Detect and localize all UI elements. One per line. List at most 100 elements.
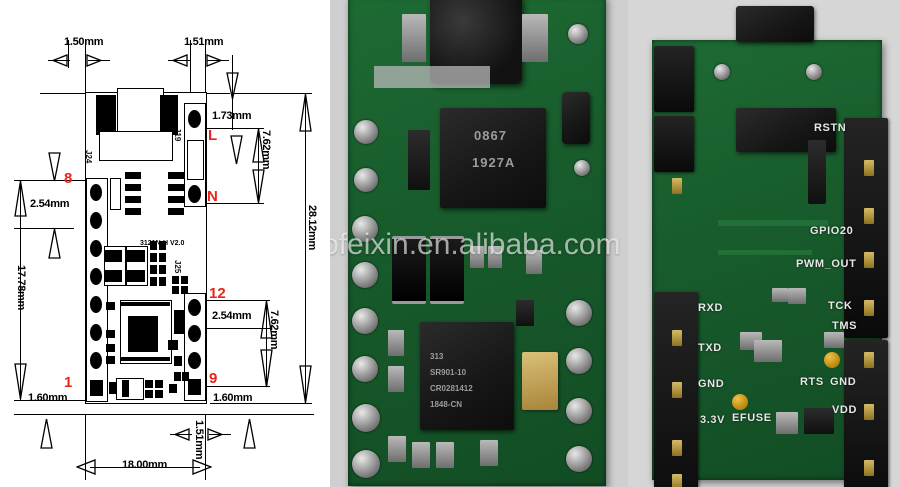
smd-20 xyxy=(181,286,188,294)
hole-l1 xyxy=(354,120,378,144)
silk-pwm-out: PWM_OUT xyxy=(796,258,857,270)
pin-right-3 xyxy=(864,252,874,268)
diode-front xyxy=(408,130,430,190)
power-ic-line2: 1927A xyxy=(472,155,516,170)
pad-n xyxy=(188,185,201,203)
ext-right-9 xyxy=(206,386,270,387)
arrow-1800-left xyxy=(76,459,96,475)
smd-12 xyxy=(159,253,166,262)
dim-line-173b xyxy=(206,203,264,204)
silk-tck: TCK xyxy=(828,300,853,312)
smd-f7 xyxy=(436,442,454,468)
ext-18-left xyxy=(85,414,86,480)
pin-right-5 xyxy=(864,352,874,368)
smd-8 xyxy=(168,208,184,215)
copper-pour xyxy=(374,66,490,88)
arrow-151b-left xyxy=(174,428,190,441)
smd-f3 xyxy=(388,330,404,356)
smd-27 xyxy=(174,372,181,381)
silk-gnd-2: GND xyxy=(830,376,857,388)
smd-26 xyxy=(174,356,182,366)
comp-outline-c xyxy=(99,131,173,161)
wifi-soc-line2: SR901-10 xyxy=(430,368,467,377)
smd-f9 xyxy=(516,300,534,326)
via-right-1 xyxy=(574,160,590,176)
pin-left-3 xyxy=(672,382,682,398)
hole-l4 xyxy=(352,262,378,288)
dim-line-151-right xyxy=(207,60,229,61)
j19-body xyxy=(187,140,204,180)
smd-33 xyxy=(145,390,153,398)
hole-r4 xyxy=(566,446,592,472)
smd-22 xyxy=(106,330,115,338)
connector-j25 xyxy=(184,293,206,401)
soc-pins-bottom xyxy=(120,357,170,361)
arrow-254-left-up2 xyxy=(48,228,61,259)
dim-line-150-right xyxy=(88,60,110,61)
pin-left-4 xyxy=(672,440,682,456)
smd-f8 xyxy=(480,440,498,466)
silk-rxd: RXD xyxy=(698,302,724,314)
dim-right-pad-pitch: 2.54mm xyxy=(212,310,252,322)
smd-f6 xyxy=(412,442,430,468)
photo-back-panel: RSTN GPIO20 PWM_OUT RXD TXD GND 3.3V EFU… xyxy=(628,0,899,487)
dimension-drawing-panel: 1.50mm 1.51mm 1.73mm 7.62mm 28.12mm xyxy=(0,0,330,487)
pad-10 xyxy=(188,352,201,369)
pad-2 xyxy=(90,352,102,369)
dim-line-150-left xyxy=(48,60,70,61)
hole-l2 xyxy=(354,168,378,192)
comp-cap-1-bot xyxy=(104,270,122,282)
smd-21 xyxy=(106,302,115,310)
arrow-1778-up xyxy=(14,180,27,217)
hole-l6 xyxy=(352,356,378,382)
dim-line-151b-right xyxy=(209,434,231,435)
dim-board-height: 28.12mm xyxy=(306,205,318,250)
smd-16 xyxy=(159,277,166,286)
comp-cap-2-bot xyxy=(127,270,145,282)
ext-line-left-mid xyxy=(14,228,74,229)
pad-11 xyxy=(188,325,201,342)
smd-23 xyxy=(106,344,115,352)
smd-19 xyxy=(172,286,179,294)
smd-f5 xyxy=(388,436,406,462)
testpoint-rts xyxy=(824,352,840,368)
arrow-150-left xyxy=(52,54,68,67)
silk-3v3: 3.3V xyxy=(700,414,726,426)
smd-17 xyxy=(172,276,179,284)
smd-31 xyxy=(145,380,153,388)
smd-10 xyxy=(159,241,166,250)
dim-baseline xyxy=(14,414,314,415)
silk-rstn: RSTN xyxy=(814,122,847,134)
dim-line-2812-v xyxy=(305,93,306,403)
hole-l3 xyxy=(352,216,378,242)
photo-front-panel: 0867 1927A 313 SR901-10 CR0281412 1848-C… xyxy=(330,0,628,487)
comp-cap-2-top xyxy=(127,250,145,262)
smd-4 xyxy=(125,208,141,215)
pad-4 xyxy=(90,296,102,313)
pad-l xyxy=(188,110,201,128)
arrow-160r-up xyxy=(243,418,256,449)
pad-1 xyxy=(90,380,103,396)
watermark-front: ofeixin.en.alibaba.com xyxy=(330,228,621,261)
comp-bottom-a xyxy=(116,378,144,400)
smd-9 xyxy=(150,241,157,250)
smd-7 xyxy=(168,196,184,203)
ext-line-v0 xyxy=(68,40,69,68)
smd-24 xyxy=(106,356,115,364)
soc-pins-top xyxy=(120,302,170,306)
power-ic-line1: 0867 xyxy=(474,128,507,143)
silk-tms: TMS xyxy=(832,320,858,332)
dim-line-762-v xyxy=(258,128,259,204)
dim-line-1778-v xyxy=(20,180,21,400)
ext-line-v4 xyxy=(232,55,233,130)
smd-14 xyxy=(159,265,166,274)
silk-gpio20: GPIO20 xyxy=(810,225,854,237)
dim-line-151-left xyxy=(168,60,190,61)
pin-left-2 xyxy=(672,330,682,346)
smd-b5 xyxy=(776,412,798,434)
smd-13 xyxy=(150,265,157,274)
smd-b1 xyxy=(808,140,826,204)
pin-number-12: 12 xyxy=(209,285,226,302)
transformer-back-top xyxy=(736,6,814,42)
soc-body xyxy=(128,316,158,352)
